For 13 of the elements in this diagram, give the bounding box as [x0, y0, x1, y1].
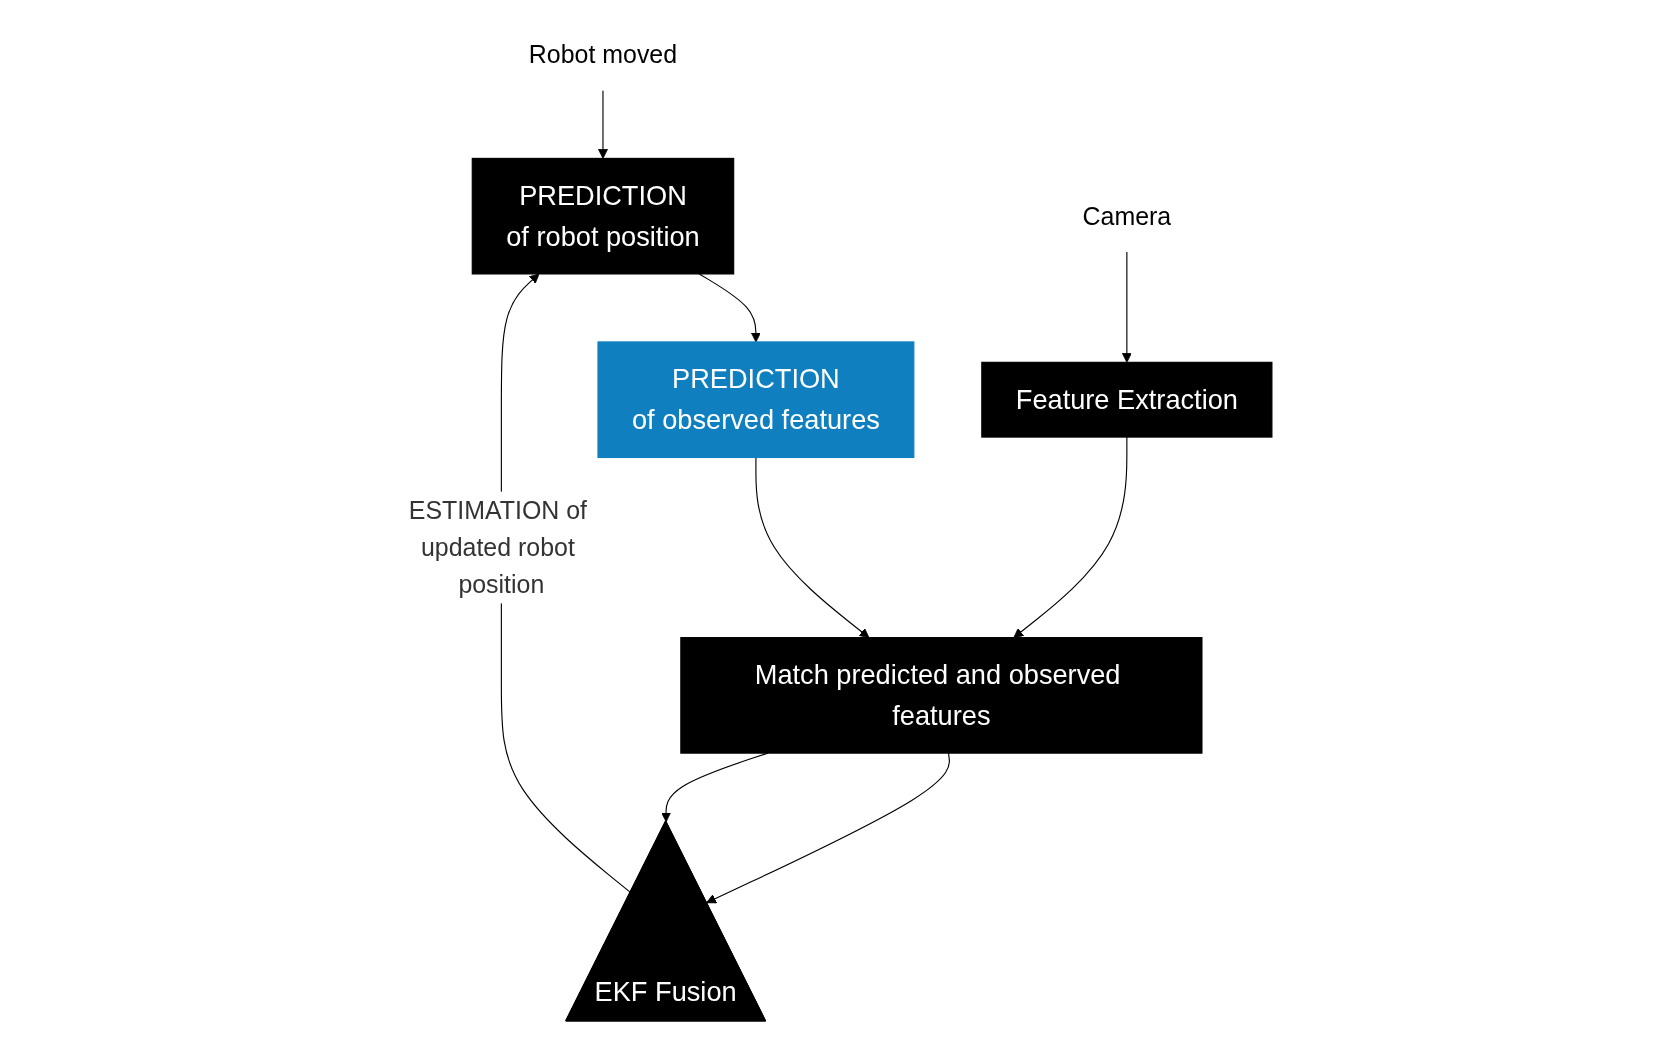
node-box: Feature Extraction [980, 361, 1272, 438]
arrow [705, 752, 950, 904]
edge-label: ESTIMATION of updated robot position [408, 495, 587, 600]
arrow [1121, 251, 1132, 363]
node-text: Robot moved [528, 40, 677, 69]
node-text: Camera [1082, 202, 1171, 231]
arrow [1012, 436, 1127, 639]
node-box: PREDICTION of observed features [596, 341, 914, 459]
arrow [597, 89, 608, 159]
node-box: Match predicted and observed features [679, 637, 1202, 754]
arrow [698, 273, 761, 343]
arrow [754, 456, 869, 639]
node-box: PREDICTION of robot position [471, 157, 734, 275]
